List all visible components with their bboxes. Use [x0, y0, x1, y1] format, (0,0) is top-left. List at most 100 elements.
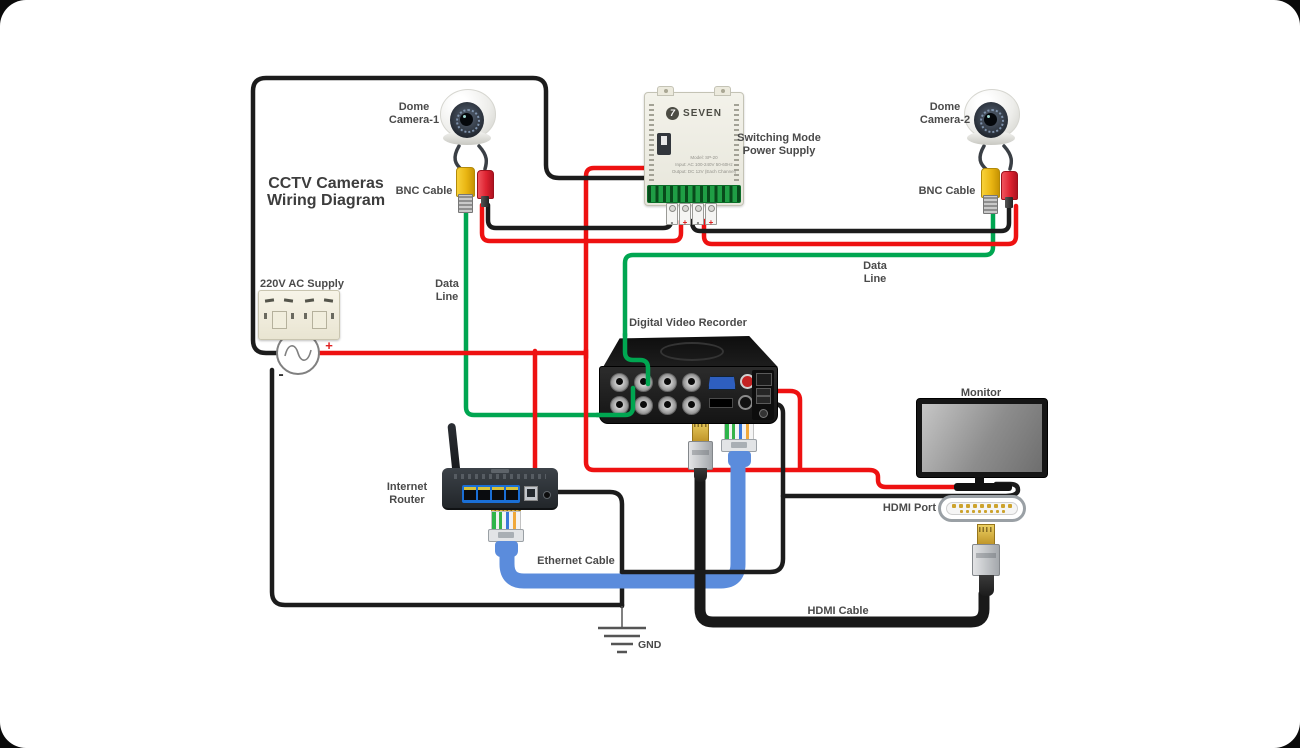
rj45-boot — [728, 451, 751, 467]
label-data-line-1: Data Line — [435, 278, 459, 303]
hdmi-plug-monitor-body — [972, 544, 1000, 576]
psu-switch — [657, 133, 671, 155]
camera1-pigtail — [477, 144, 489, 171]
camera-led-ring — [980, 109, 1004, 133]
label-internet-router: Internet Router — [386, 481, 428, 506]
bnc-port — [658, 373, 677, 392]
wire-gnd-camera2 — [689, 203, 1012, 234]
lan-port — [464, 487, 476, 500]
lan-port — [492, 487, 504, 500]
monitor-base — [954, 483, 1012, 491]
hdmi-plug-strain-relief — [979, 575, 994, 596]
camera-face — [974, 102, 1008, 138]
hdmi-plug-body — [688, 441, 713, 470]
label-bnc-cable-2: BNC Cable — [918, 185, 976, 197]
wan-port — [524, 486, 538, 501]
monitor — [916, 398, 1048, 478]
terminal-negative: - — [692, 203, 704, 227]
camera-lens-icon — [984, 113, 997, 126]
bnc-connector-camera1 — [456, 167, 475, 197]
outlet-socket — [263, 295, 295, 335]
label-ac-minus: - — [278, 366, 284, 383]
label-gnd: GND — [638, 639, 662, 651]
label-hdmi-port: HDMI Port — [882, 502, 936, 514]
monitor-screen — [922, 404, 1042, 472]
router-power-jack — [543, 491, 551, 499]
dvr-logo-icon — [660, 342, 724, 361]
mounting-ear — [714, 86, 731, 96]
hdmi-port-socket — [946, 502, 1018, 515]
brand-logo-icon: 7 — [666, 107, 680, 120]
terminal-positive: + — [705, 203, 717, 227]
label-dome-camera-1: Dome Camera-1 — [388, 101, 440, 126]
terminal-positive: + — [679, 203, 691, 227]
psu-logo: 7 SEVEN — [645, 107, 743, 120]
power-connector-camera2 — [1001, 171, 1018, 200]
dome-camera-2 — [964, 89, 1020, 149]
label-hdmi-cable: HDMI Cable — [807, 605, 869, 617]
dvr-io-block — [752, 370, 774, 420]
brand-name: SEVEN — [683, 108, 722, 119]
dvr-rear-panel — [599, 366, 778, 424]
psu-output-terminals: - + - + — [666, 203, 717, 227]
hdmi-cable — [694, 460, 990, 628]
hdmi-pins — [959, 510, 1005, 513]
bnc-port — [634, 373, 653, 392]
label-monitor: Monitor — [960, 387, 1002, 399]
label-ac-supply: 220V AC Supply — [260, 278, 344, 290]
label-dome-camera-2: Dome Camera-2 — [919, 101, 971, 126]
camera-face — [450, 102, 484, 138]
wire-router-ground — [550, 489, 625, 609]
bnc-port — [634, 396, 653, 415]
label-bnc-cable-1: BNC Cable — [395, 185, 453, 197]
diagram-title: CCTV Cameras Wiring Diagram — [266, 175, 386, 209]
label-power-supply: Switching Mode Power Supply — [737, 132, 821, 157]
rj45-wires — [491, 511, 521, 530]
camera-lens-icon — [460, 113, 473, 126]
internet-router — [442, 468, 558, 510]
hdmi-pins — [952, 504, 1012, 508]
mounting-ear — [657, 86, 674, 96]
switching-power-supply: 7 SEVEN Model: SP-20 Input: AC 100-240V … — [644, 86, 744, 206]
label-ac-plus: + — [325, 338, 333, 353]
lan-port-panel — [462, 485, 520, 503]
wall-outlet — [258, 290, 340, 340]
psu-model-text: Model: SP-20 Input: AC 100-240V 50-60Hz … — [671, 155, 737, 174]
psu-terminal-strip — [647, 185, 741, 203]
label-dvr: Digital Video Recorder — [629, 317, 747, 329]
router-logo-icon — [491, 469, 509, 473]
bnc-port — [682, 373, 701, 392]
terminal-negative: - — [666, 203, 678, 227]
usb-port — [756, 396, 771, 404]
wire-data-camera1 — [463, 207, 603, 418]
camera2-pigtail — [1002, 144, 1014, 171]
bnc-port — [658, 396, 677, 415]
power-connector-tip — [1005, 197, 1013, 208]
camera-base — [967, 131, 1015, 145]
video-port — [738, 395, 753, 410]
power-connector-camera1 — [477, 170, 494, 199]
usb-port — [756, 388, 771, 396]
hdmi-port — [938, 495, 1026, 522]
label-ethernet-cable: Ethernet Cable — [537, 555, 615, 567]
bnc-port — [682, 396, 701, 415]
hdmi-plug-monitor-tip — [977, 524, 995, 545]
lan-port — [478, 487, 490, 500]
router-vents — [454, 474, 546, 479]
label-data-line-2: Data Line — [863, 260, 887, 285]
bnc-port — [610, 373, 629, 392]
camera2-pigtail — [978, 144, 989, 172]
wire-12v-camera2 — [701, 203, 1019, 247]
lan-port — [506, 487, 518, 500]
hdmi-plug-strain-relief — [694, 468, 707, 482]
vga-port — [708, 376, 736, 390]
rj45-boot — [495, 541, 518, 557]
outlet-socket — [303, 295, 335, 335]
wire-12v-camera1 — [479, 202, 684, 244]
bnc-connector-tip — [983, 195, 998, 214]
lan-port — [756, 373, 772, 386]
wire-gnd-camera1 — [485, 202, 674, 231]
bnc-connector-tip — [458, 194, 473, 213]
digital-video-recorder — [598, 336, 778, 424]
